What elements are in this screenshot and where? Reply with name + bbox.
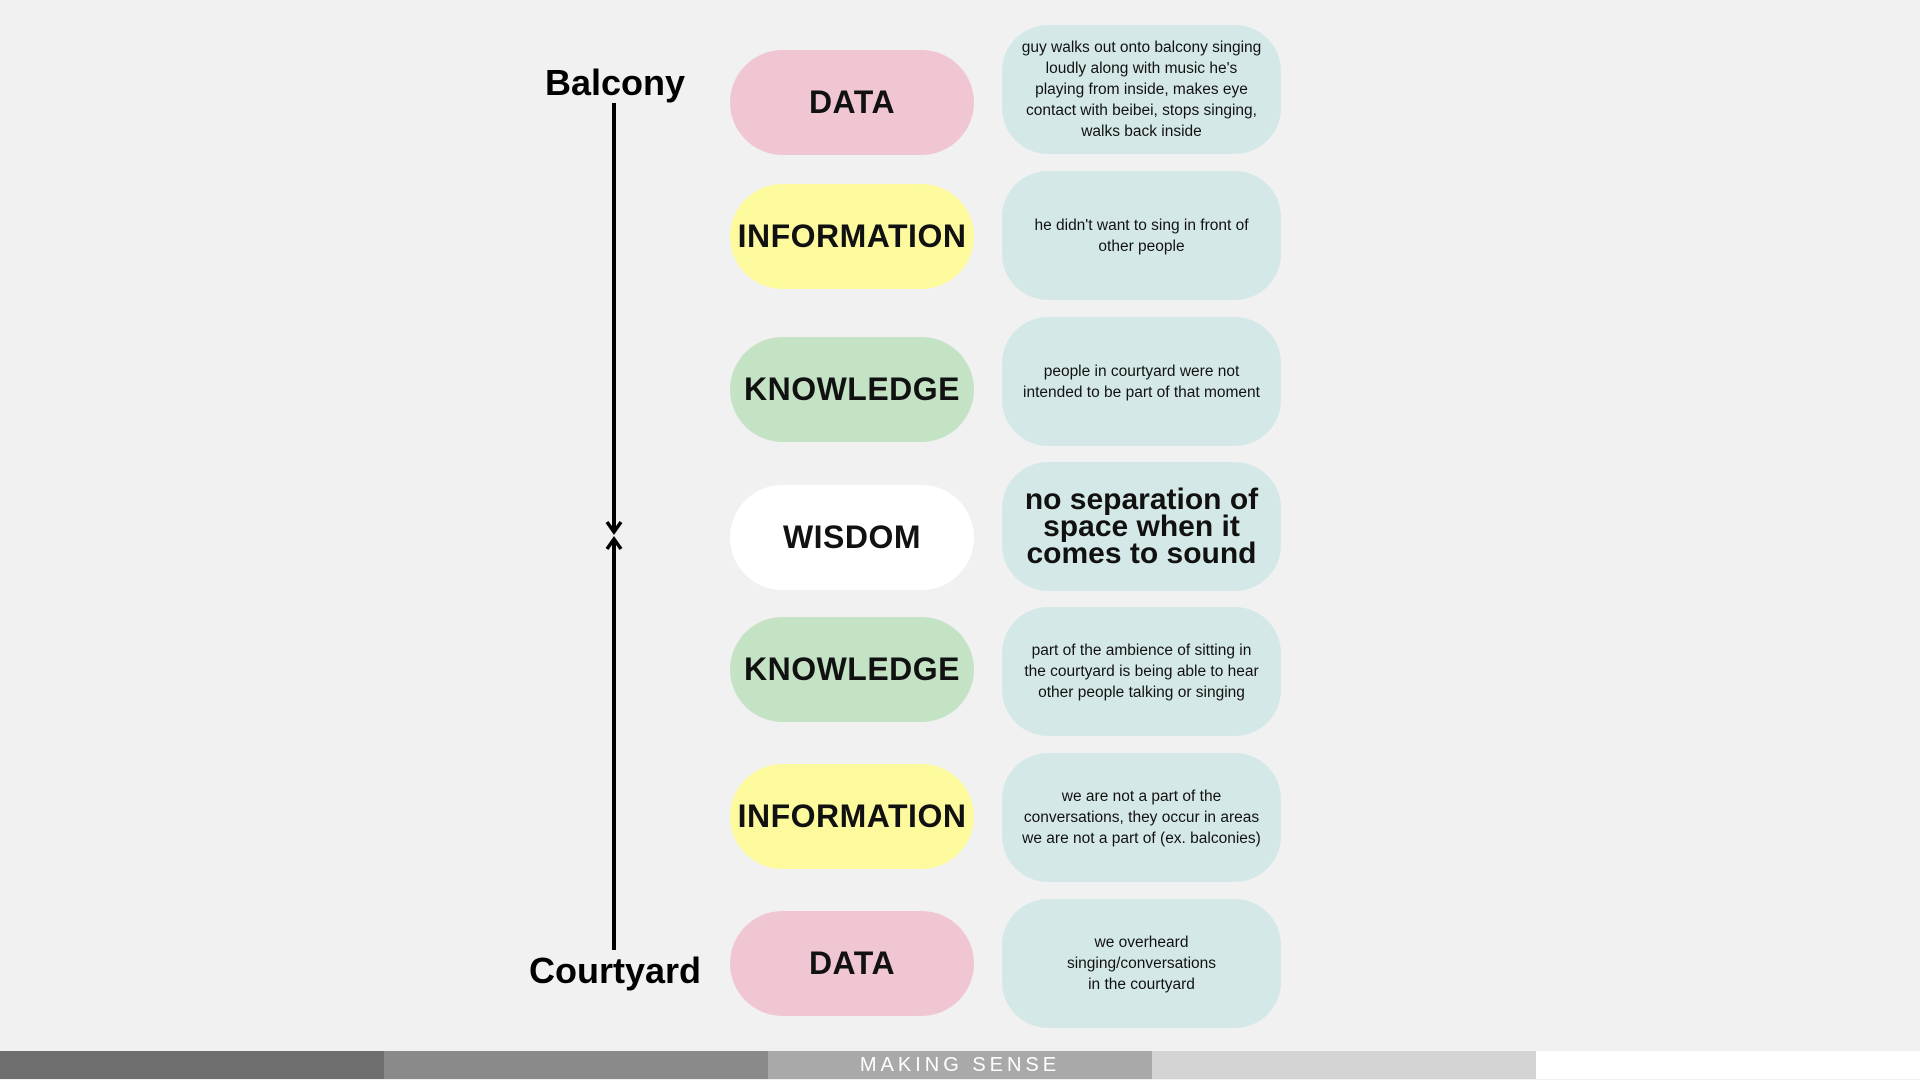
level-pill-data-top: DATA	[730, 50, 974, 155]
axis-bottom-label: Courtyard	[528, 950, 702, 991]
level-pill-information-bottom: INFORMATION	[730, 764, 974, 869]
axis-up-arrowhead	[605, 535, 623, 551]
level-pill-information-top: INFORMATION	[730, 184, 974, 289]
note-data-bottom: we overheard singing/conversations in th…	[1002, 899, 1281, 1028]
note-knowledge-bottom: part of the ambience of sitting in the c…	[1002, 607, 1281, 736]
footer-segment-2	[384, 1051, 768, 1079]
footer-segment-5	[1536, 1051, 1920, 1079]
footer-segment-1	[0, 1051, 384, 1079]
level-pill-wisdom: WISDOM	[730, 485, 974, 590]
note-data-top: guy walks out onto balcony singing loudl…	[1002, 25, 1281, 154]
note-information-top: he didn't want to sing in front of other…	[1002, 171, 1281, 300]
footer-title: MAKING SENSE	[859, 1053, 1061, 1076]
note-knowledge-top: people in courtyard were not intended to…	[1002, 317, 1281, 446]
axis-down-arrowhead	[605, 520, 623, 536]
axis-top-label: Balcony	[544, 62, 686, 103]
note-information-bottom: we are not a part of the conversations, …	[1002, 753, 1281, 882]
note-wisdom: no separation of space when it comes to …	[1002, 462, 1281, 591]
level-pill-knowledge-top: KNOWLEDGE	[730, 337, 974, 442]
level-pill-knowledge-bottom: KNOWLEDGE	[730, 617, 974, 722]
level-pill-data-bottom: DATA	[730, 911, 974, 1016]
footer-segment-4	[1152, 1051, 1536, 1079]
footer-segment-3	[768, 1051, 1152, 1079]
